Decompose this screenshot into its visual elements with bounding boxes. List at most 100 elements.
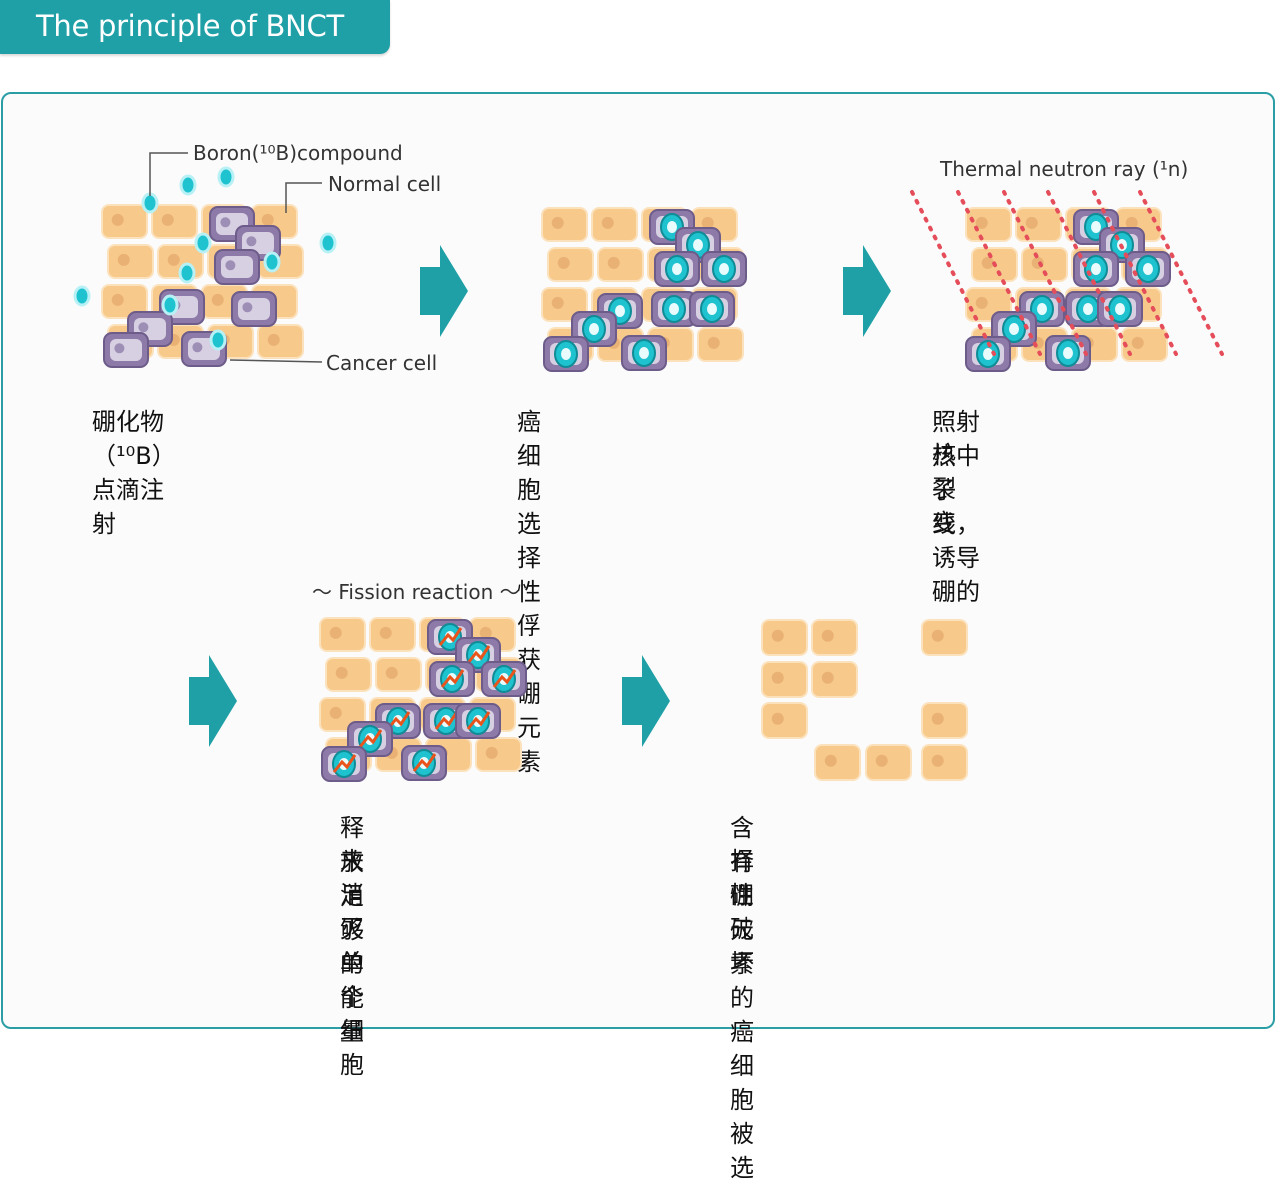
- caption-step3-line1: 照射热中子线，诱导硼的: [932, 408, 980, 606]
- cancer-cell: [654, 251, 700, 287]
- normal-cell: [475, 737, 522, 772]
- lightning-icon: [434, 711, 459, 730]
- normal-cell: [814, 744, 861, 781]
- leader-line: [229, 359, 323, 363]
- normal-cell: [319, 617, 366, 652]
- cell-cluster-step2: [541, 207, 747, 372]
- cancer-cell: [651, 291, 697, 327]
- normal-cell: [257, 324, 304, 359]
- lightning-icon: [492, 669, 517, 688]
- normal-cell: [107, 244, 154, 279]
- boron-particle: [319, 232, 337, 254]
- arrow-right-icon: [420, 245, 468, 337]
- normal-cell: [151, 204, 198, 239]
- cancer-cell: [571, 311, 617, 347]
- boron-particle: [178, 262, 196, 284]
- normal-cell: [101, 204, 148, 239]
- normal-cell: [375, 657, 422, 692]
- neutron-ray-line: [956, 190, 1042, 356]
- cancer-cell: [231, 291, 277, 327]
- label-boron-compound: Boron(¹⁰B)compound: [193, 141, 403, 165]
- cancer-cell: [429, 661, 475, 697]
- lightning-icon: [358, 729, 383, 748]
- cancer-cell: [481, 661, 527, 697]
- normal-cell: [865, 744, 912, 781]
- lightning-icon: [386, 711, 411, 730]
- boron-particle: [161, 294, 179, 316]
- label-normal-cell: Normal cell: [328, 172, 442, 196]
- label-cancer-cell: Cancer cell: [326, 351, 438, 375]
- neutron-ray-line: [910, 190, 996, 356]
- normal-cell: [921, 619, 968, 656]
- normal-cell: [369, 617, 416, 652]
- arrow-right-icon: [843, 245, 891, 337]
- neutron-ray-line: [1092, 190, 1178, 356]
- neutron-ray-line: [1002, 190, 1088, 356]
- lightning-icon: [466, 645, 491, 664]
- boron-particle: [209, 329, 227, 351]
- page-title: The principle of BNCT: [36, 9, 344, 43]
- leader-line: [285, 182, 322, 213]
- panel-step4: ～ Fission reaction ～ 释放足够的能量 来消灭单个细胞: [0, 0, 527, 1079]
- cancer-cell: [455, 637, 501, 673]
- normal-cell: [547, 247, 594, 282]
- cancer-cell: [543, 336, 589, 372]
- boron-particle: [179, 174, 197, 196]
- lightning-icon: [438, 627, 463, 646]
- caption-step3-line2: 核裂变: [932, 441, 956, 537]
- normal-cell: [591, 207, 638, 242]
- caption-step5-line2: 择性破坏: [730, 847, 754, 977]
- title-tab: The principle of BNCT: [0, 0, 390, 54]
- cancer-cell: [1097, 291, 1143, 327]
- normal-cell: [921, 744, 968, 781]
- normal-cell: [761, 661, 808, 698]
- normal-cell: [541, 207, 588, 242]
- cancer-cell: [401, 745, 447, 781]
- normal-cell: [1015, 207, 1062, 242]
- normal-cell: [697, 327, 744, 362]
- panel-step5: 含有硼元素的癌细胞被选 择性破坏: [0, 0, 968, 1182]
- normal-cell: [965, 207, 1012, 242]
- lightning-icon: [332, 754, 357, 773]
- cancer-cell: [701, 251, 747, 287]
- label-fission-reaction: ～ Fission reaction ～: [312, 580, 520, 604]
- cancer-cell: [103, 332, 149, 368]
- cancer-cell: [689, 291, 735, 327]
- normal-cell: [325, 657, 372, 692]
- cell-cluster-step5: [761, 619, 968, 781]
- cancer-cell: [321, 746, 367, 782]
- arrow-right-icon: [189, 655, 237, 747]
- neutron-ray-line: [1046, 190, 1132, 356]
- cell-cluster-step1: [73, 152, 337, 368]
- cancer-cell: [455, 703, 501, 739]
- boron-particle: [217, 166, 235, 188]
- label-thermal-neutron-ray: Thermal neutron ray (¹n): [940, 157, 1189, 181]
- caption-step1: 硼化物（¹⁰B）点滴注射: [92, 408, 176, 538]
- boron-particle: [73, 285, 91, 307]
- normal-cell: [921, 702, 968, 739]
- normal-cell: [761, 702, 808, 739]
- cell-cluster-step3: [910, 190, 1224, 372]
- cancer-cell: [214, 249, 260, 285]
- panel-step3: Thermal neutron ray (¹n) 照射热中子线，诱导硼的 核裂变: [0, 0, 1224, 606]
- normal-cell: [1121, 327, 1168, 362]
- normal-cell: [101, 284, 148, 319]
- panel-step2: 癌细胞选择性俘获硼元素: [0, 0, 747, 776]
- neutron-ray-line: [1138, 190, 1224, 356]
- cancer-cell: [1125, 251, 1171, 287]
- panel-step1: Boron(¹⁰B)compound Normal cell Cancer ce…: [0, 0, 441, 538]
- cancer-cell: [235, 225, 281, 261]
- cancer-cell: [965, 336, 1011, 372]
- normal-cell: [761, 619, 808, 656]
- lightning-icon: [466, 711, 491, 730]
- cancer-cell: [621, 335, 667, 371]
- normal-cell: [811, 619, 858, 656]
- lightning-icon: [412, 753, 437, 772]
- cancer-cell: [127, 311, 173, 347]
- boron-particle: [194, 232, 212, 254]
- lightning-icon: [440, 669, 465, 688]
- normal-cell: [597, 247, 644, 282]
- normal-cell: [811, 661, 858, 698]
- leader-line: [149, 152, 188, 196]
- boron-particle: [263, 251, 281, 273]
